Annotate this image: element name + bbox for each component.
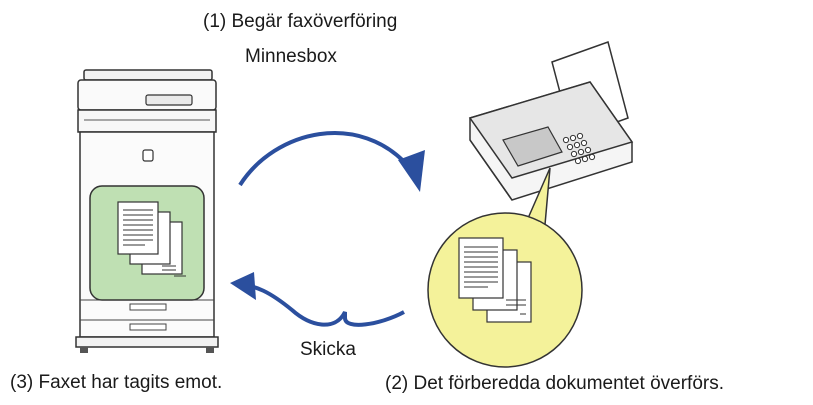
document-stack-icon: [117, 201, 186, 277]
step3-label: (3) Faxet har tagits emot.: [10, 372, 223, 393]
send-arrowhead: [230, 272, 256, 300]
document-stack-icon: [458, 237, 532, 323]
step1-sublabel: Minnesbox: [245, 46, 337, 67]
step2-label: (2) Det förberedda dokumentet överförs.: [385, 373, 725, 394]
fax-machine-icon: [468, 41, 634, 201]
send-arrow: [239, 283, 405, 327]
step1-label: (1) Begär faxöverföring: [203, 11, 398, 32]
multifunction-printer-icon: [75, 69, 219, 353]
request-arrow: [238, 131, 412, 187]
send-label: Skicka: [300, 339, 356, 360]
request-arrowhead: [398, 150, 425, 192]
